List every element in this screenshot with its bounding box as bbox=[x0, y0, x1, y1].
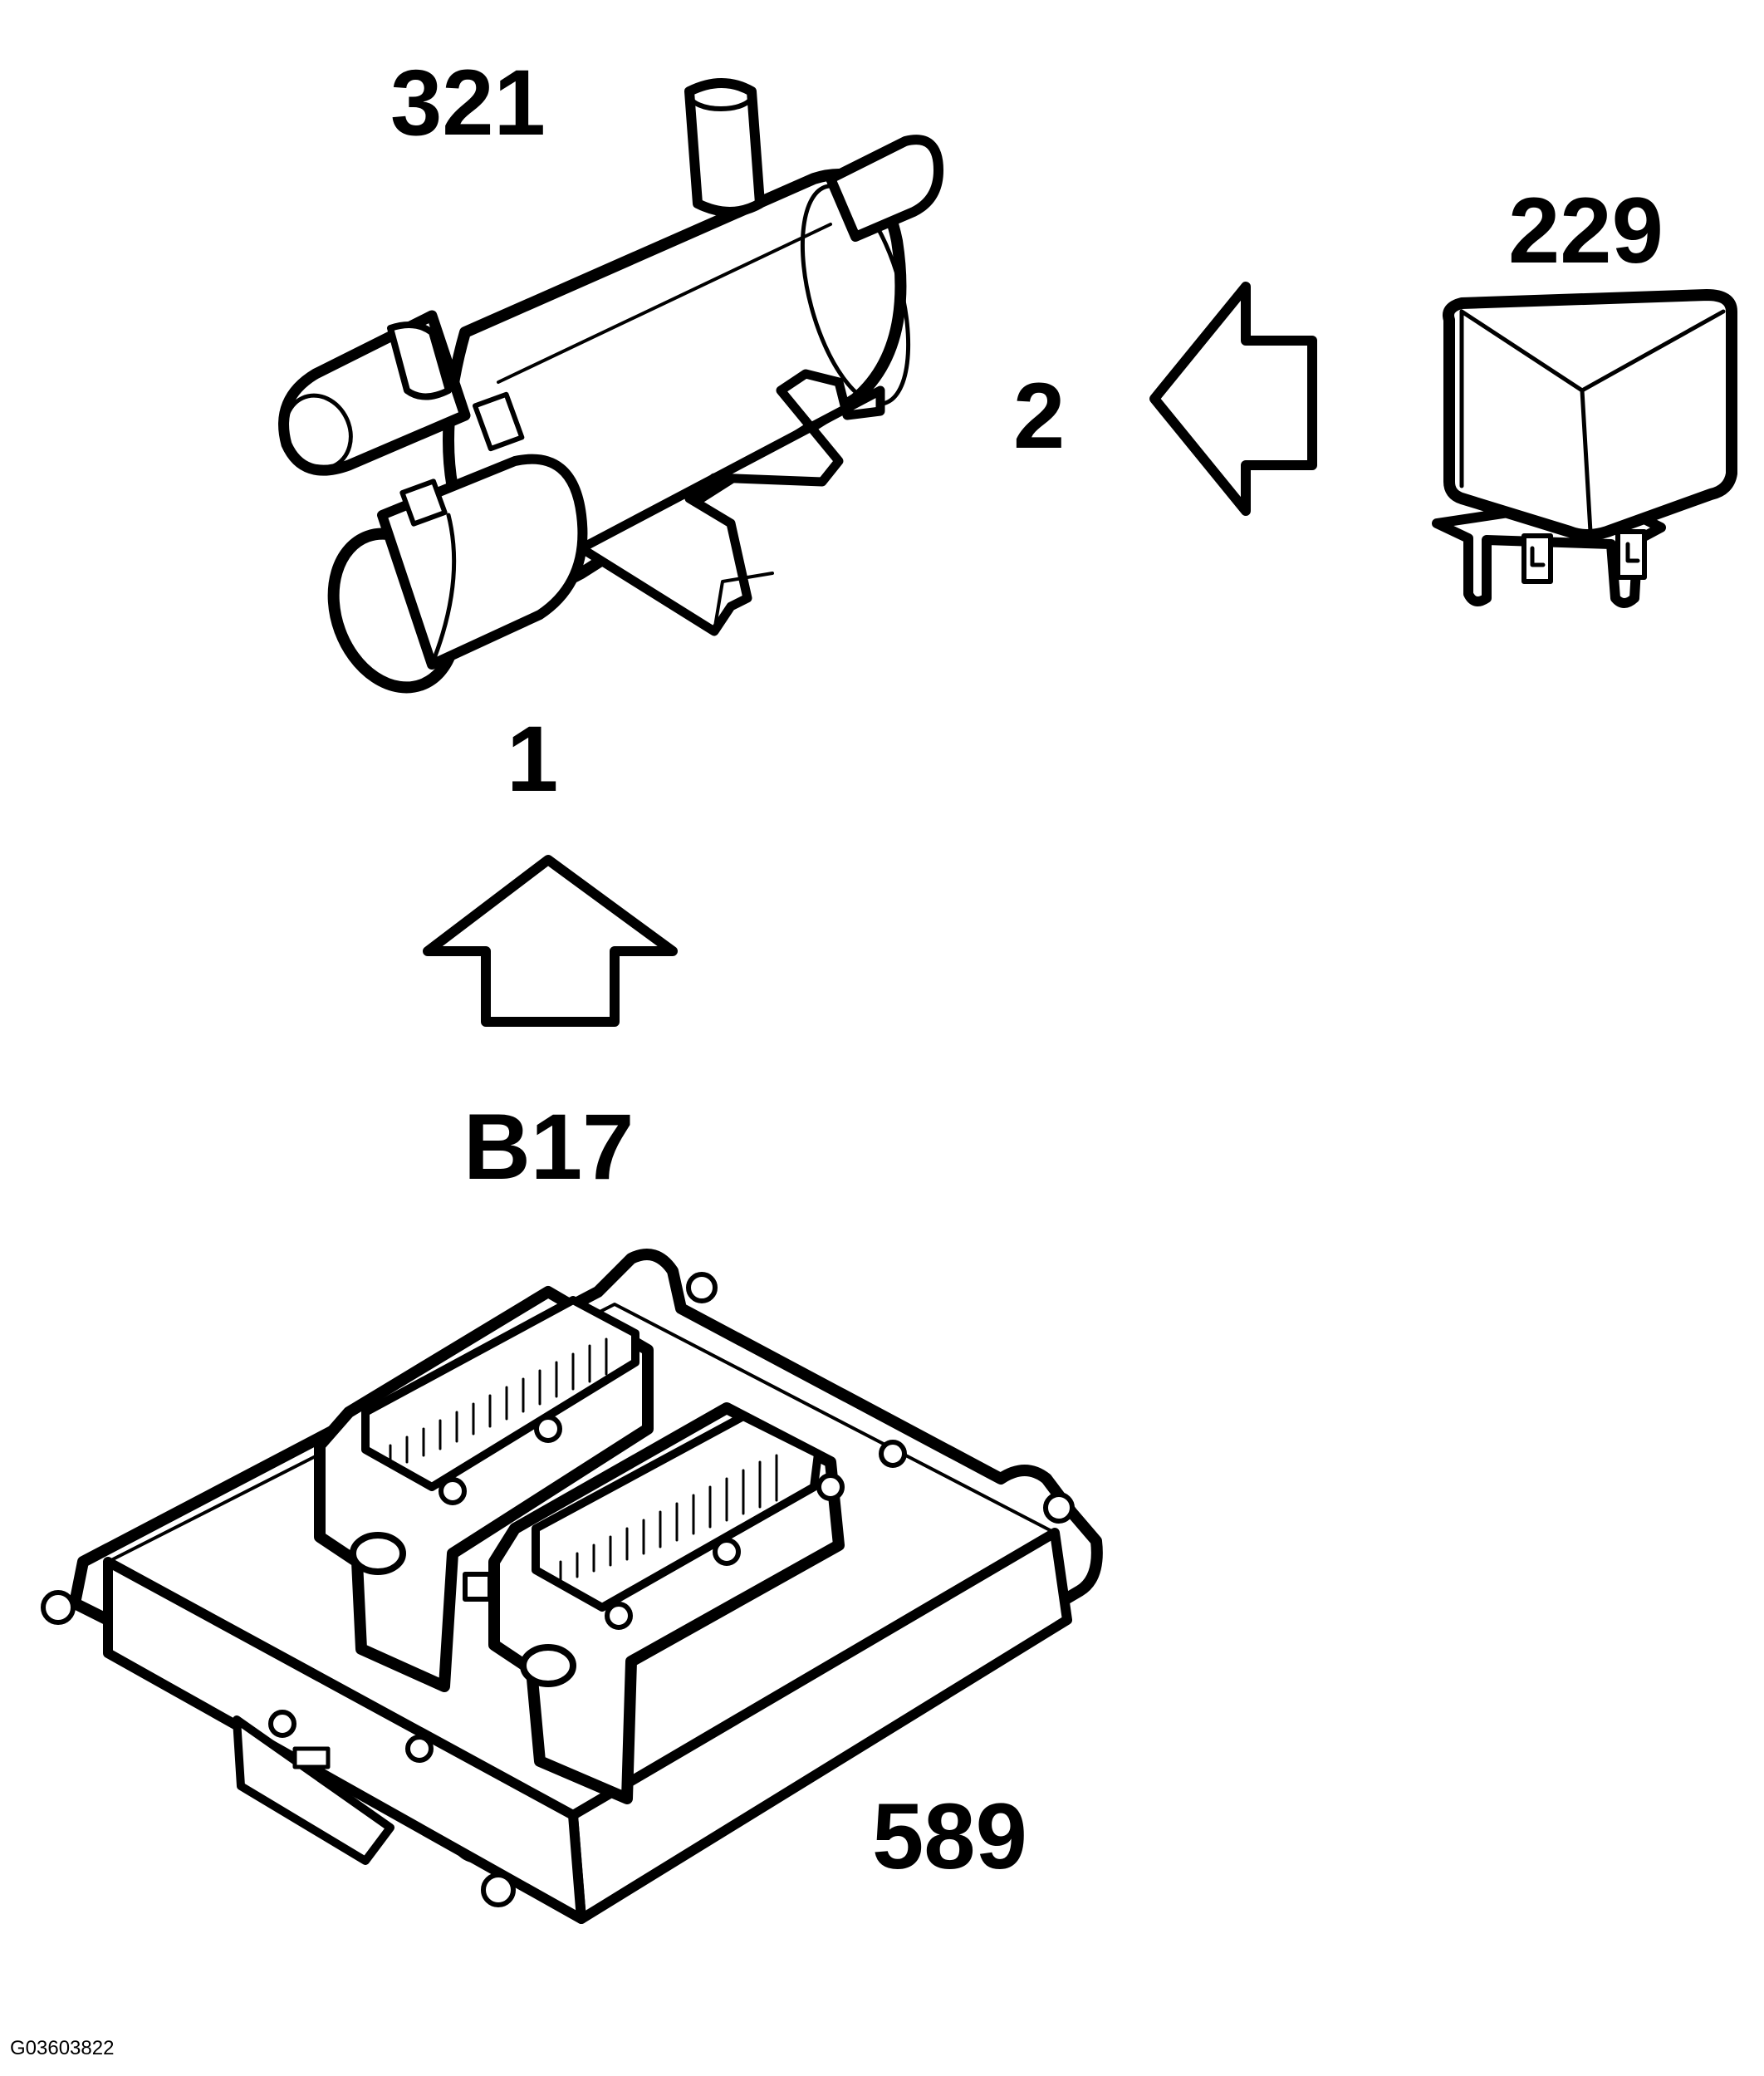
connector-label: B17 bbox=[463, 1095, 635, 1199]
engine-control-module bbox=[41, 1249, 1103, 1924]
figure-code: G03603822 bbox=[10, 2037, 115, 2059]
arrow-up bbox=[423, 855, 678, 1027]
connector-2-pins bbox=[559, 1454, 778, 1584]
relay bbox=[1432, 289, 1737, 608]
valve-label: 321 bbox=[390, 51, 546, 155]
relay-label: 229 bbox=[1508, 179, 1664, 282]
solenoid-valve bbox=[278, 78, 943, 694]
arrow-left bbox=[1149, 282, 1317, 516]
step-1-label: 1 bbox=[507, 707, 559, 811]
step-2-label: 2 bbox=[1013, 364, 1066, 468]
connector-1-pins bbox=[389, 1337, 608, 1468]
ecu-label: 589 bbox=[872, 1784, 1027, 1888]
